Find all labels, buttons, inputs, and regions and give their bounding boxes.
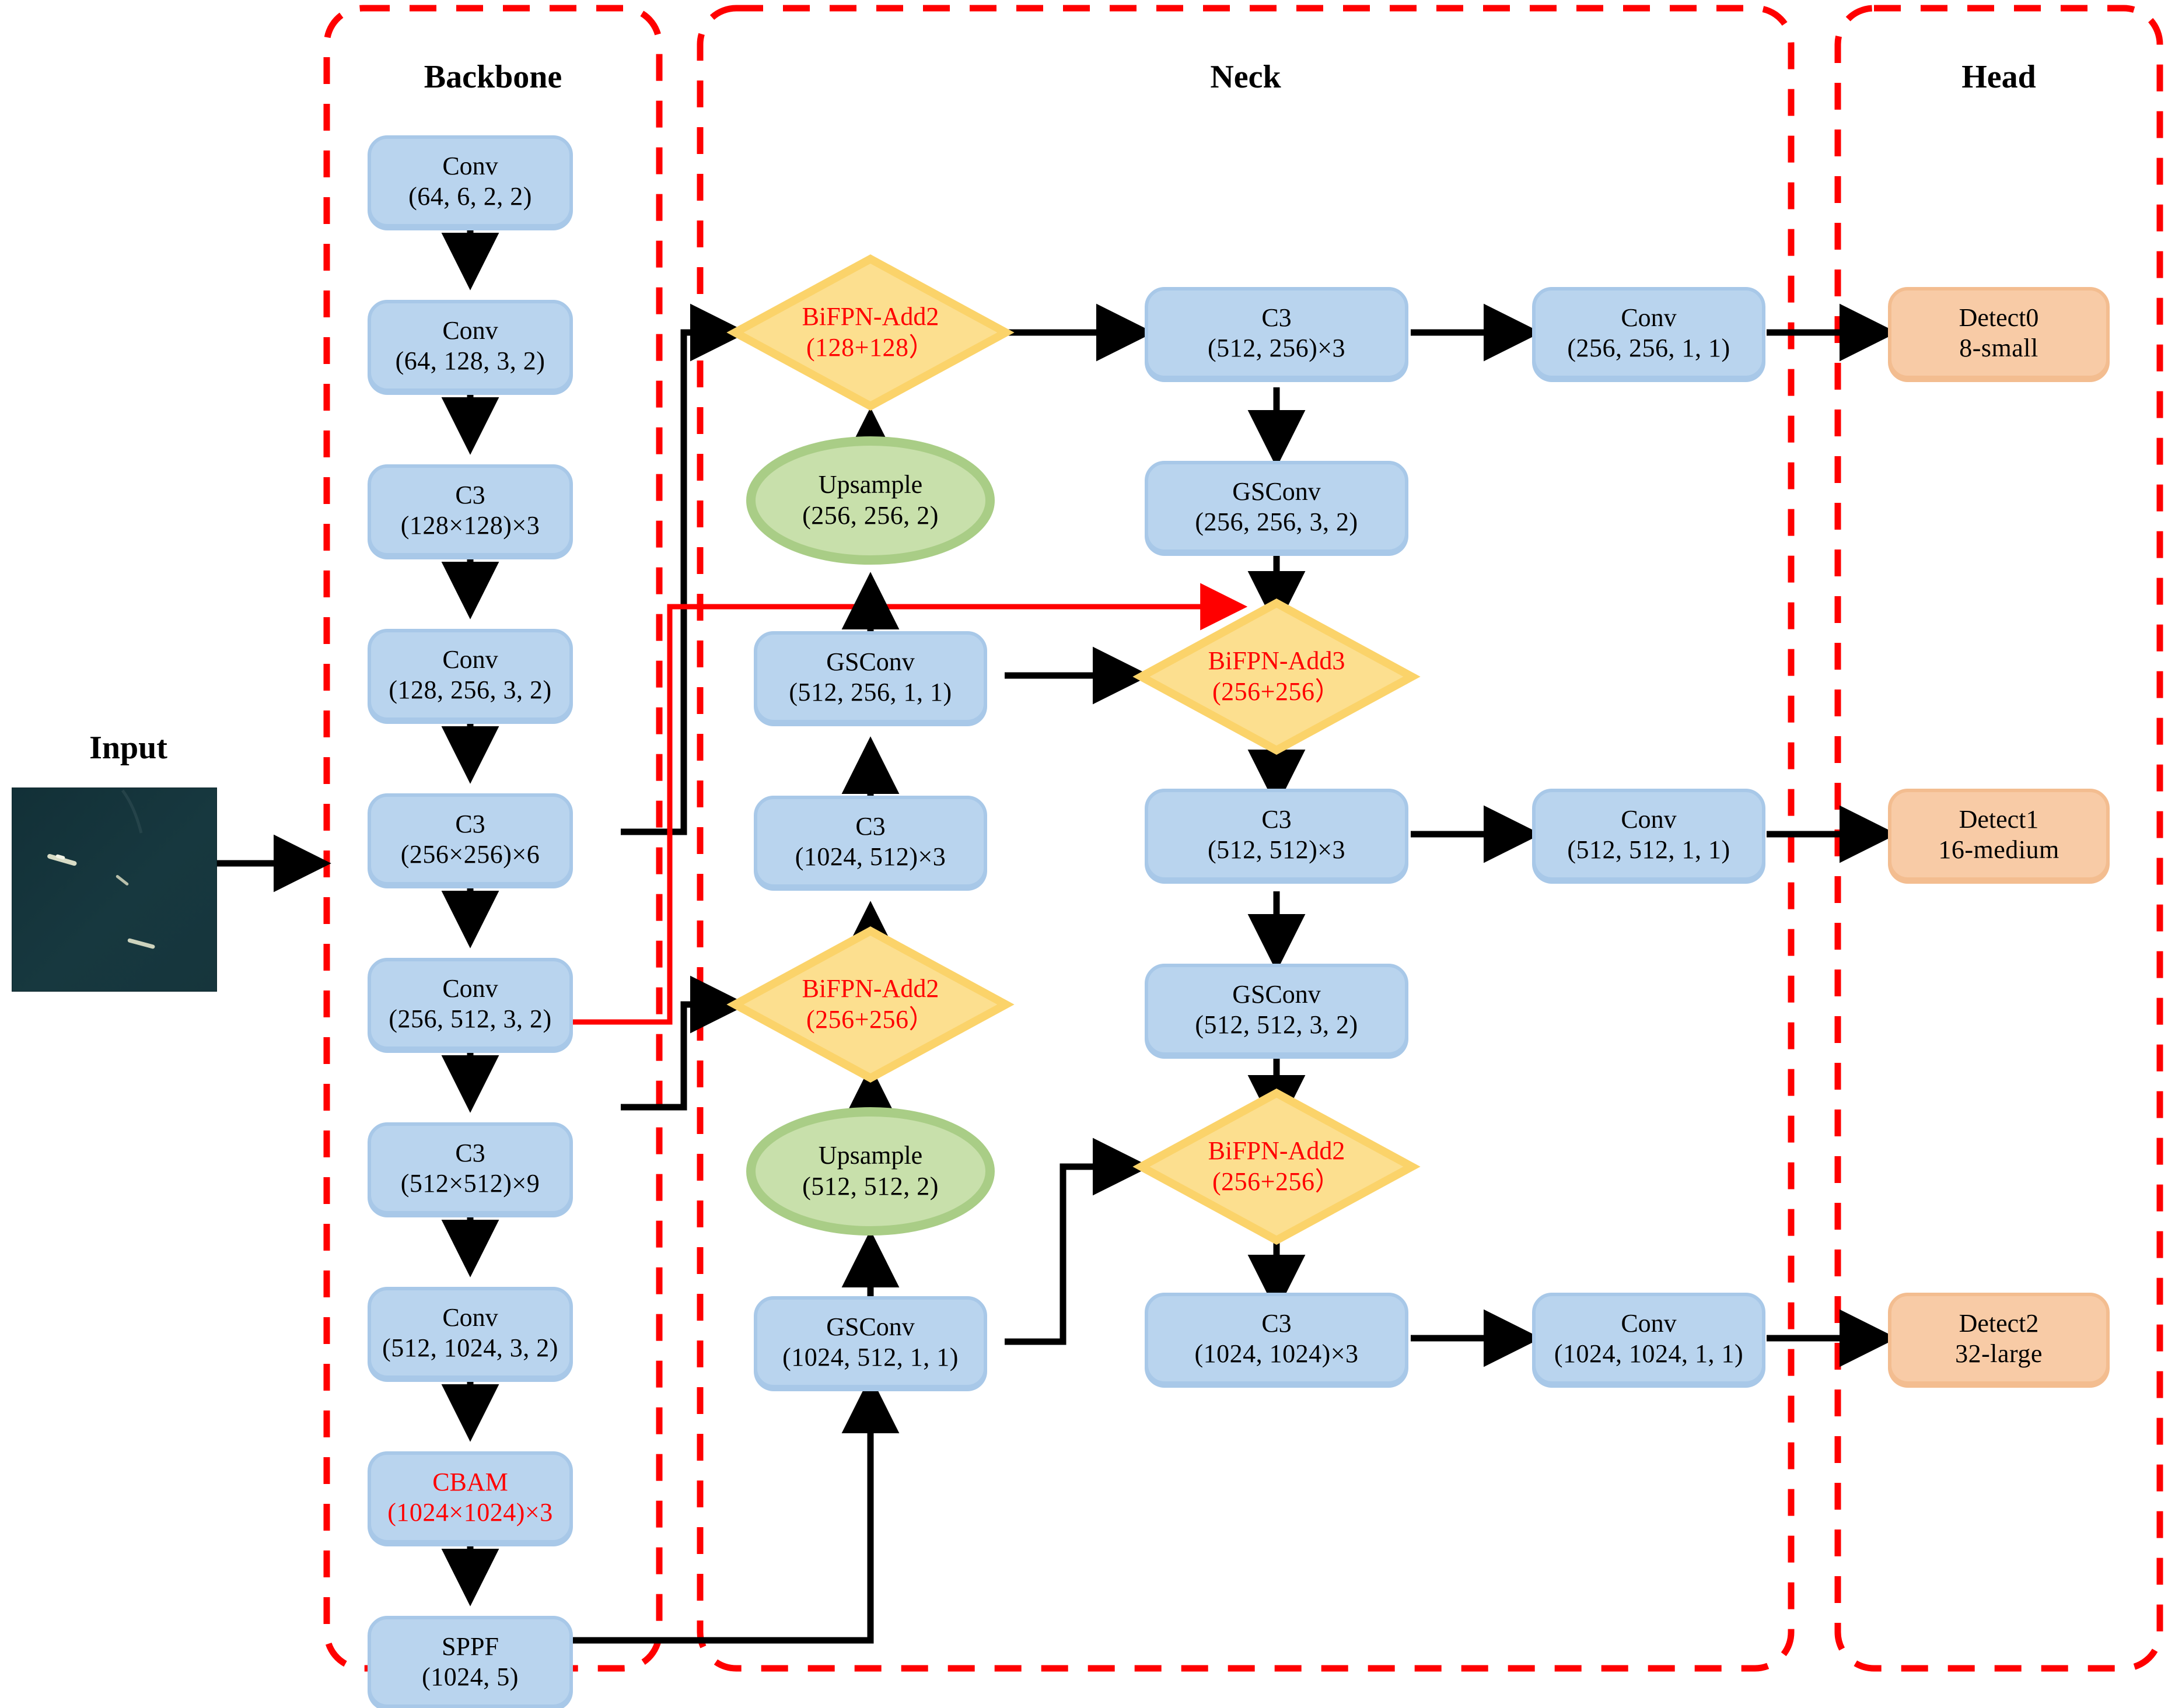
- node-params: (1024, 5): [422, 1662, 519, 1691]
- ship-target-2: [116, 875, 129, 886]
- neck-node-c3-512-512[interactable]: C3 (512, 512)×3: [1145, 789, 1408, 881]
- upsample-1-shape: [746, 436, 995, 565]
- upsample-2-shape: [746, 1107, 995, 1236]
- node-params: (1024, 1024)×3: [1194, 1339, 1359, 1368]
- node-params: (64, 128, 3, 2): [395, 346, 546, 375]
- node-params: 32-large: [1955, 1339, 2043, 1368]
- bifpn-add2-b-shape: [726, 926, 1015, 1083]
- head-title: Head: [1961, 59, 2036, 95]
- node-params: 16-medium: [1938, 835, 2059, 864]
- node-params: 8-small: [1959, 334, 2038, 362]
- backbone-node-cbam[interactable]: CBAM (1024×1024)×3: [368, 1451, 573, 1544]
- edge-gsconv2-to-add2d: [1005, 1138, 1151, 1345]
- node-title: GSConv: [826, 1312, 915, 1342]
- neck-node-c3-512-256[interactable]: C3 (512, 256)×3: [1145, 287, 1408, 379]
- bifpn-add2-d-shape: [1132, 1088, 1421, 1245]
- ellipse-shapes: [746, 436, 995, 1236]
- backbone-node-conv-64-128-3-2[interactable]: Conv (64, 128, 3, 2): [368, 300, 573, 392]
- neck-node-gsconv-1024-512[interactable]: GSConv (1024, 512, 1, 1): [754, 1296, 987, 1388]
- node-title: Conv: [442, 316, 498, 345]
- node-title: Conv: [1621, 303, 1677, 332]
- node-params: (512, 512, 3, 2): [1195, 1010, 1358, 1039]
- backbone-node-c3-256[interactable]: C3 (256×256)×6: [368, 793, 573, 886]
- node-params: (256, 512, 3, 2): [389, 1005, 552, 1033]
- neck-title: Neck: [1210, 59, 1281, 95]
- input-label: Input: [89, 730, 167, 766]
- node-title: Conv: [442, 152, 498, 181]
- bifpn-add2-a-shape: [726, 254, 1015, 411]
- neck-node-c3-1024-1024[interactable]: C3 (1024, 1024)×3: [1145, 1293, 1408, 1385]
- backbone-node-conv-64-6-2-2[interactable]: Conv (64, 6, 2, 2): [368, 135, 573, 228]
- node-params: (256×256)×6: [400, 840, 540, 869]
- skip-p4-black: [621, 975, 748, 1111]
- ship-target-1: [47, 853, 77, 866]
- head-arrows: [1767, 303, 1897, 1367]
- node-title: GSConv: [826, 648, 915, 677]
- skip-p3-black: [621, 303, 748, 835]
- backbone-node-c3-128[interactable]: C3 (128×128)×3: [368, 464, 573, 556]
- sppf-to-gsconv: [470, 1376, 900, 1644]
- head-node-detect0[interactable]: Detect0 8-small: [1888, 287, 2110, 379]
- node-title: GSConv: [1232, 980, 1321, 1009]
- node-title: C3: [455, 1139, 485, 1168]
- neck-frame: [697, 5, 1795, 1672]
- node-title: C3: [1261, 1309, 1292, 1338]
- node-params: (256, 256, 3, 2): [1195, 508, 1358, 536]
- node-params: (512, 512)×3: [1207, 835, 1346, 864]
- node-params: (512, 256, 1, 1): [789, 678, 952, 706]
- node-title: Conv: [1621, 805, 1677, 834]
- neck-out-conv-256[interactable]: Conv (256, 256, 1, 1): [1532, 287, 1765, 379]
- head-frame: [1834, 5, 2163, 1672]
- node-title: CBAM: [432, 1468, 508, 1497]
- node-title: C3: [455, 810, 485, 839]
- bifpn-add3-shape: [1132, 598, 1421, 755]
- neck-out-conv-1024[interactable]: Conv (1024, 1024, 1, 1): [1532, 1293, 1765, 1385]
- node-params: (512, 256)×3: [1207, 334, 1346, 362]
- input-image: [12, 788, 217, 992]
- node-params: (1024, 512, 1, 1): [782, 1343, 959, 1371]
- neck-out-conv-512[interactable]: Conv (512, 512, 1, 1): [1532, 789, 1765, 881]
- backbone-node-conv-256-512-3-2[interactable]: Conv (256, 512, 3, 2): [368, 958, 573, 1050]
- ship-target-3: [127, 938, 155, 949]
- neck-node-gsconv-512-512[interactable]: GSConv (512, 512, 3, 2): [1145, 964, 1408, 1056]
- node-params: (64, 6, 2, 2): [408, 182, 532, 211]
- head-node-detect1[interactable]: Detect1 16-medium: [1888, 789, 2110, 881]
- node-params: (1024, 512)×3: [795, 842, 946, 871]
- node-title: C3: [1261, 805, 1292, 834]
- node-title: SPPF: [442, 1632, 499, 1661]
- node-title: Conv: [442, 974, 498, 1003]
- node-title: Conv: [1621, 1309, 1677, 1338]
- node-params: (512, 1024, 3, 2): [382, 1334, 558, 1362]
- node-title: Detect2: [1959, 1309, 2039, 1338]
- backbone-node-c3-512[interactable]: C3 (512×512)×9: [368, 1122, 573, 1214]
- node-params: (256, 256, 1, 1): [1567, 334, 1730, 362]
- node-params: (128, 256, 3, 2): [389, 676, 552, 704]
- node-params: (512, 512, 1, 1): [1567, 835, 1730, 864]
- node-title: Detect1: [1959, 805, 2039, 834]
- neck-node-gsconv-512-256[interactable]: GSConv (512, 256, 1, 1): [754, 631, 987, 723]
- backbone-title: Backbone: [424, 59, 562, 95]
- head-node-detect2[interactable]: Detect2 32-large: [1888, 1293, 2110, 1385]
- backbone-node-conv-512-1024-3-2[interactable]: Conv (512, 1024, 3, 2): [368, 1287, 573, 1379]
- node-params: (1024×1024)×3: [387, 1498, 553, 1527]
- backbone-node-conv-128-256-3-2[interactable]: Conv (128, 256, 3, 2): [368, 629, 573, 721]
- node-params: (128×128)×3: [400, 511, 540, 540]
- node-title: Conv: [442, 1303, 498, 1332]
- node-title: GSConv: [1232, 477, 1321, 506]
- neck-node-gsconv-256-256[interactable]: GSConv (256, 256, 3, 2): [1145, 461, 1408, 553]
- neck-node-c3-1024-512[interactable]: C3 (1024, 512)×3: [754, 796, 987, 888]
- diamond-shapes: [726, 254, 1421, 1245]
- node-params: (1024, 1024, 1, 1): [1554, 1339, 1744, 1368]
- node-title: C3: [1261, 303, 1292, 332]
- neck-to-out-arrows: [1411, 303, 1541, 1367]
- node-params: (512×512)×9: [400, 1169, 540, 1198]
- node-title: Conv: [442, 645, 498, 674]
- node-title: C3: [855, 812, 886, 841]
- node-title: Detect0: [1959, 303, 2039, 332]
- backbone-node-sppf[interactable]: SPPF (1024, 5): [368, 1616, 573, 1708]
- node-title: C3: [455, 481, 485, 510]
